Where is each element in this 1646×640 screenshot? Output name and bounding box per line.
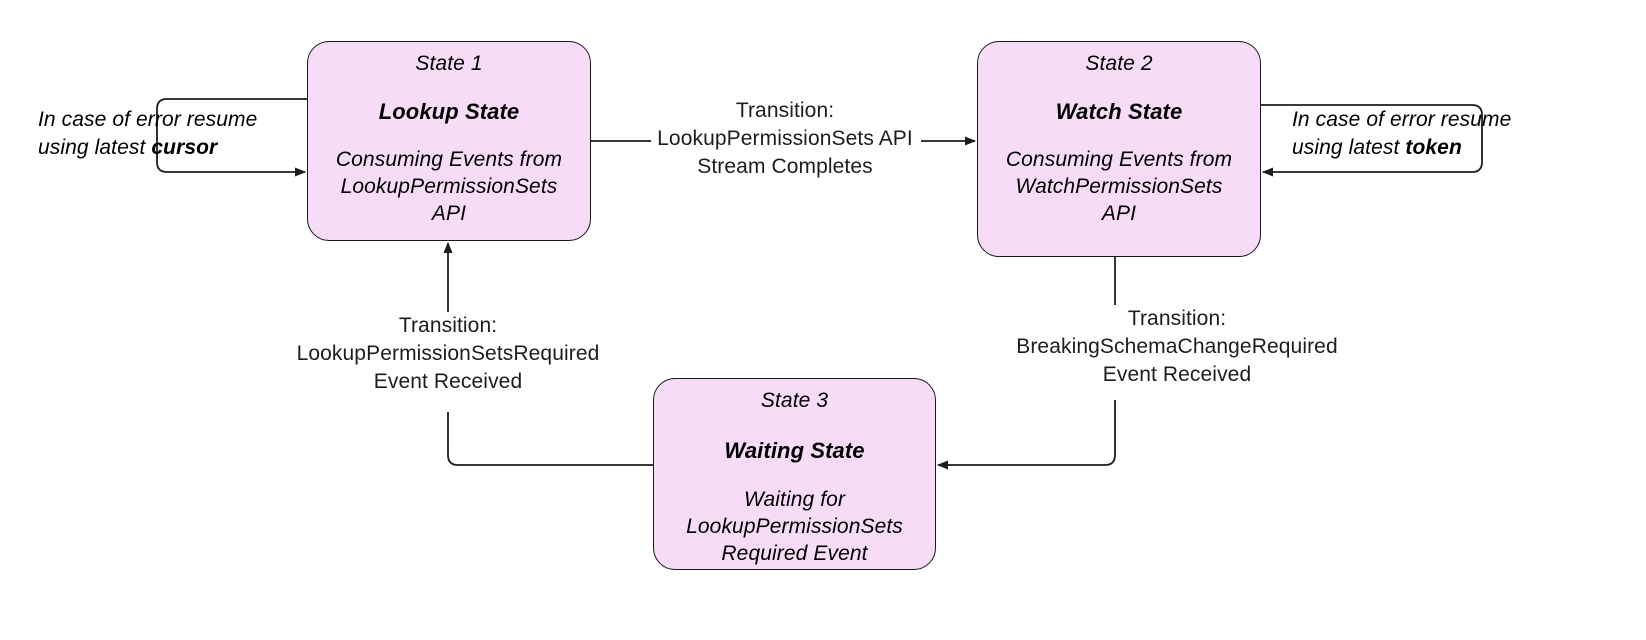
state-node-title: Waiting State	[724, 438, 865, 463]
state-node-title: Lookup State	[378, 99, 520, 124]
self-loop-note-emphasis: token	[1405, 136, 1462, 159]
state-node-description: Consuming Events from LookupPermissionSe…	[335, 148, 563, 225]
state-node-index: State 2	[1085, 52, 1153, 75]
self-loop-note-line2-prefix: using latest	[1292, 136, 1406, 159]
state-node-waiting-state[interactable]: State 3 Waiting State Waiting for Lookup…	[653, 378, 936, 570]
edge-state2-to-state3-elbow	[937, 400, 1116, 470]
state-node-lookup-state[interactable]: State 1 Lookup State Consuming Events fr…	[307, 41, 591, 241]
state-node-title: Watch State	[1055, 99, 1183, 124]
state-node-index: State 3	[760, 389, 829, 412]
self-loop-note-line1: In case of error resume	[1292, 108, 1512, 131]
state-node-watch-state[interactable]: State 2 Watch State Consuming Events fro…	[977, 41, 1261, 257]
state-node-description: Waiting for LookupPermissionSets Require…	[686, 488, 903, 565]
self-loop-note-line1: In case of error resume	[38, 108, 258, 131]
edge-state3-to-state1-elbow	[447, 412, 653, 466]
state-node-description: Consuming Events from WatchPermissionSet…	[1005, 148, 1233, 225]
self-loop-note-emphasis: cursor	[151, 136, 218, 159]
edge-label-state2-to-state3: Transition: BreakingSchemaChangeRequired…	[1016, 307, 1338, 386]
state-node-index: State 1	[415, 52, 483, 75]
edge-label-state3-to-state1: Transition: LookupPermissionSetsRequired…	[296, 314, 600, 393]
self-loop-note-cursor: In case of error resume using latest cur…	[38, 106, 288, 162]
self-loop-note-token: In case of error resume using latest tok…	[1292, 106, 1544, 162]
edge-label-state1-to-state2: Transition: LookupPermissionSets API Str…	[657, 99, 913, 178]
self-loop-note-line2-prefix: using latest	[38, 136, 152, 159]
